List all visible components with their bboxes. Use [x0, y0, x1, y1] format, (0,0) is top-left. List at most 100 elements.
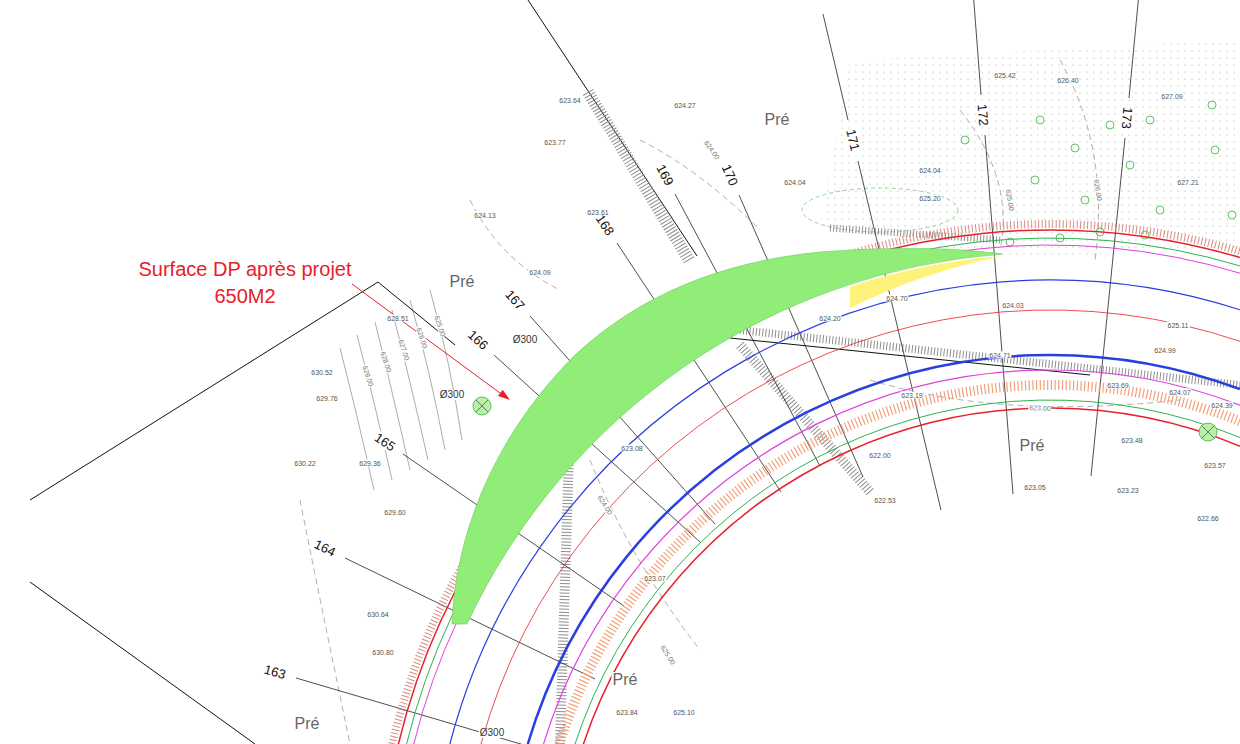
spot-elevation: 629.76 — [315, 395, 338, 402]
station-number: 169 — [654, 161, 677, 188]
embankment-hatch — [392, 224, 1240, 744]
contour-line — [640, 140, 760, 230]
spot-elevation: 629.60 — [383, 509, 406, 516]
contour-line — [340, 348, 374, 490]
contour-line — [470, 200, 560, 290]
spot-elevation: 623.57 — [1203, 462, 1226, 469]
spot-elevation: 623.77 — [543, 139, 566, 146]
callout-note: Surface DP après projet 650M2 — [137, 256, 354, 310]
spot-elevation: 623.07 — [643, 575, 666, 582]
spot-elevation: 623.61 — [586, 209, 609, 216]
contour-elevation: 629.00 — [361, 364, 375, 388]
spot-elevation: 625.11 — [1167, 322, 1190, 329]
land-use-label: Pré — [764, 112, 791, 128]
spot-elevation: 622.00 — [868, 452, 891, 459]
station-number: 173 — [1119, 106, 1134, 131]
station-number: 166 — [465, 327, 491, 353]
tree-marker — [473, 397, 491, 415]
contour-elevation: 625.00 — [1005, 188, 1016, 212]
dp-surface — [452, 248, 1002, 624]
contour-line — [357, 335, 392, 480]
station-number: 163 — [262, 662, 288, 681]
station-number: 171 — [844, 127, 862, 153]
spot-elevation: 623.05 — [1023, 484, 1046, 491]
track-hatch — [588, 92, 690, 262]
spot-elevation: 628.51 — [386, 315, 409, 322]
hedge-outline — [802, 188, 958, 232]
parcel-line — [730, 338, 1090, 375]
road-line — [528, 355, 1240, 744]
land-use-label: Pré — [449, 274, 476, 290]
tree-symbol — [1036, 116, 1044, 124]
road-line — [414, 245, 1240, 744]
land-use-label: Pré — [1019, 438, 1046, 454]
embankment-hatch — [559, 385, 1240, 744]
contour-elevation: 626.00 — [1093, 178, 1104, 202]
spot-elevation: 627.21 — [1176, 179, 1199, 186]
existing-tracks — [560, 92, 1240, 744]
spot-elevation: 623.48 — [1120, 437, 1143, 444]
spot-elevation: 624.04 — [918, 167, 941, 174]
land-use-label: Pré — [612, 672, 639, 688]
station-number: 164 — [311, 537, 338, 559]
station-number: 172 — [975, 103, 990, 128]
spot-elevation: 622.53 — [873, 497, 896, 504]
spot-elevation: 625.10 — [672, 709, 695, 716]
land-use-label: Pré — [294, 716, 321, 732]
spot-elevation: 623.64 — [558, 97, 581, 104]
tree-symbol — [1071, 144, 1079, 152]
spot-elevation: 623.19 — [900, 392, 923, 399]
tree-symbol — [1211, 146, 1219, 154]
section-line — [1091, 138, 1125, 476]
road-edge — [398, 230, 1240, 744]
section-lines — [296, 0, 1139, 744]
parcel-line — [30, 282, 455, 500]
leader-arrowhead — [498, 390, 510, 400]
contour-elevation: 628.00 — [379, 350, 393, 374]
spot-elevation: 623.69 — [1106, 382, 1129, 389]
contour-elevation: 625.00 — [659, 643, 677, 667]
tree-marker — [1199, 423, 1217, 441]
road-edge — [583, 408, 1240, 744]
contour-elevation: 627.00 — [397, 338, 411, 362]
road-project — [392, 224, 1240, 744]
section-line — [739, 195, 863, 477]
tree-symbol — [961, 136, 969, 144]
contour-line — [430, 290, 462, 440]
tree-symbol — [1081, 196, 1089, 204]
section-line — [1129, 0, 1139, 98]
contour-elevation: 626.00 — [415, 326, 429, 350]
contour-elevation: 624.00 — [596, 493, 614, 517]
track-hatch — [740, 330, 1240, 385]
contour-elevation: 623.00 — [1028, 404, 1052, 412]
parcel-line — [528, 0, 697, 256]
spot-elevation: 624.70 — [885, 295, 908, 302]
tree-symbol — [1106, 121, 1114, 129]
contour-line — [392, 310, 428, 460]
spot-elevation: 624.27 — [673, 102, 696, 109]
pipe-diameter: Ø300 — [479, 728, 505, 738]
tree-cross — [1202, 426, 1214, 438]
tree-symbol — [1228, 211, 1236, 219]
road-line — [544, 370, 1240, 744]
station-number: 170 — [719, 162, 741, 189]
yellow-area — [850, 256, 1002, 308]
spot-elevation: 627.09 — [1160, 93, 1183, 100]
contour-elevation: 624.00 — [702, 138, 721, 161]
spot-elevation: 622.66 — [1196, 515, 1219, 522]
contour-elevation: 625.00 — [433, 314, 447, 338]
station-number: 168 — [593, 212, 617, 239]
tree-markers — [473, 397, 1217, 441]
spot-elevation: 623.23 — [1116, 487, 1139, 494]
spot-elevation: 624.07 — [1168, 389, 1191, 396]
spot-elevation: 626.40 — [1056, 77, 1079, 84]
spot-elevation: 630.52 — [310, 369, 333, 376]
section-line — [973, 0, 981, 95]
station-number: 165 — [372, 430, 399, 454]
spot-elevation: 624.13 — [473, 212, 496, 219]
spot-elevation: 623.08 — [620, 445, 643, 452]
spot-elevation: 625.42 — [993, 72, 1016, 79]
spot-elevation: 624.39 — [1210, 402, 1233, 409]
spot-elevation: 624.99 — [1153, 347, 1176, 354]
